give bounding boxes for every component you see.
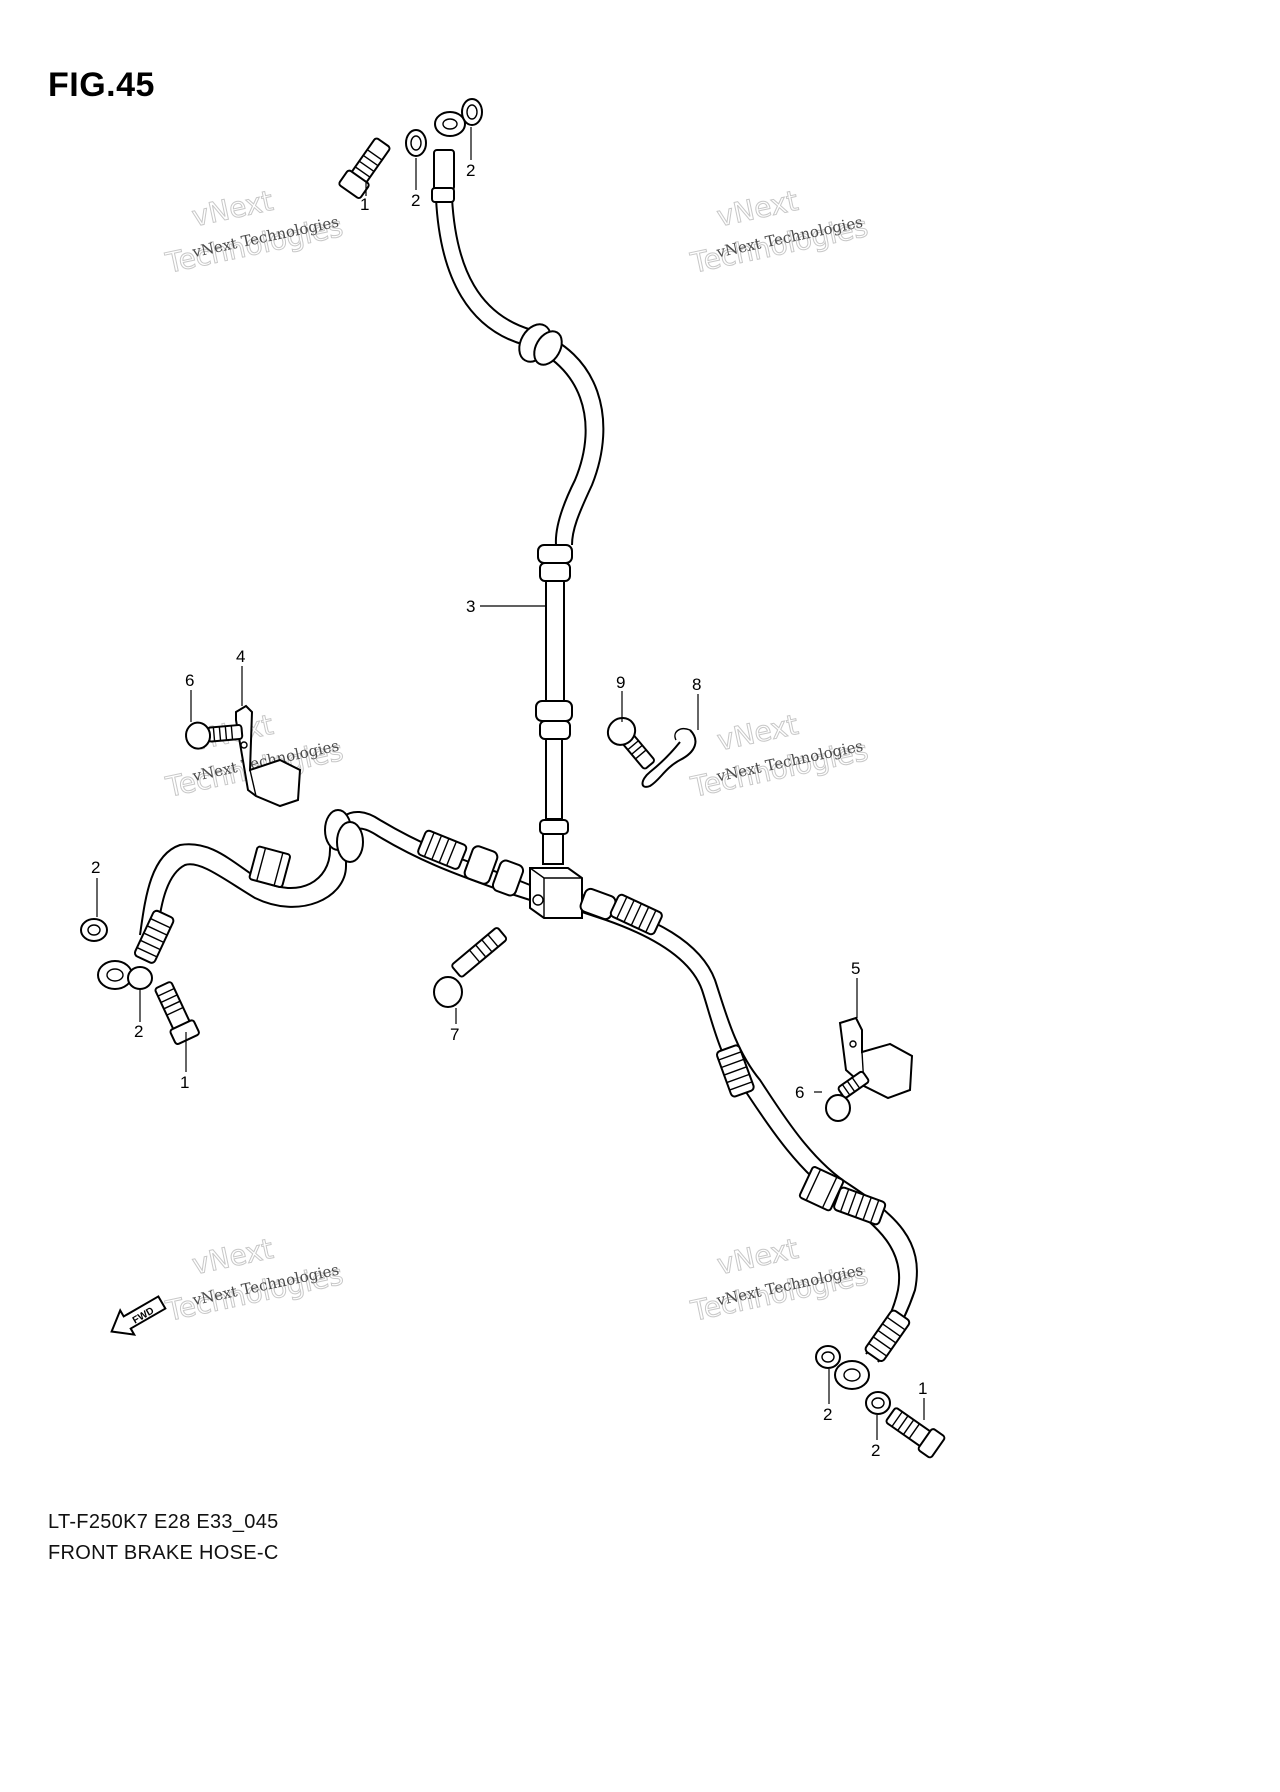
watermark-mid-right: vNext Technologies vNext Technologies — [687, 708, 872, 805]
callout-2-left-a: 2 — [91, 858, 100, 877]
washer-right-a — [815, 1345, 841, 1369]
union-bolt-left — [154, 981, 200, 1045]
upper-brake-hose — [431, 111, 605, 546]
washer-top-a — [405, 129, 427, 157]
callout-2-top-a: 2 — [411, 191, 420, 210]
figure-title: FIG.45 — [48, 66, 155, 104]
hose-clip-8 — [641, 728, 697, 788]
callout-3: 3 — [466, 597, 475, 616]
bolt-6-left — [185, 721, 244, 750]
bolt-9 — [606, 717, 655, 770]
callout-2-right-a: 2 — [823, 1405, 832, 1424]
fwd-arrow-icon: FWD — [110, 1295, 167, 1336]
callout-labels: 1 2 2 3 4 6 9 8 2 2 1 7 5 6 2 2 1 — [91, 161, 927, 1460]
diagram-name-caption: FRONT BRAKE HOSE-C — [48, 1542, 279, 1564]
callout-2-left-b: 2 — [134, 1022, 143, 1041]
callout-2-top-b: 2 — [466, 161, 475, 180]
bolt-6-right — [825, 1070, 870, 1122]
washer-left-b — [127, 966, 153, 990]
callout-1-left: 1 — [180, 1073, 189, 1092]
leader-lines — [96, 127, 925, 1440]
callout-1-right: 1 — [918, 1379, 927, 1398]
diagram-code-caption: LT-F250K7 E28 E33_045 — [48, 1511, 279, 1533]
bolt-7 — [433, 927, 508, 1008]
union-bolt-right — [885, 1407, 946, 1459]
steel-brake-pipe-3 — [535, 544, 573, 865]
callout-7: 7 — [450, 1025, 459, 1044]
watermark-bottom-left: vNext Technologies vNext Technologies — [162, 1232, 347, 1329]
left-brake-hose — [97, 809, 531, 990]
washer-right-b — [865, 1391, 891, 1415]
callout-2-right-b: 2 — [871, 1441, 880, 1460]
hose-bracket-4 — [235, 704, 302, 808]
callout-8: 8 — [692, 675, 701, 694]
watermark-bottom-right: vNext Technologies vNext Technologies — [687, 1232, 872, 1329]
callout-5: 5 — [851, 959, 860, 978]
brake-t-junction — [529, 867, 583, 919]
watermark-top-left: vNext Technologies vNext Technologies — [162, 184, 347, 281]
union-bolt-top — [338, 137, 391, 199]
callout-9: 9 — [616, 673, 625, 692]
callout-1-top: 1 — [360, 195, 369, 214]
fwd-label: FWD — [131, 1306, 156, 1327]
washer-top-b — [461, 98, 483, 126]
watermark-top-right: vNext Technologies vNext Technologies — [687, 184, 872, 281]
callout-6-right: 6 — [795, 1083, 804, 1102]
right-brake-hose — [579, 887, 918, 1390]
callout-6-left: 6 — [185, 671, 194, 690]
washer-left-a — [80, 918, 108, 942]
callout-4: 4 — [236, 647, 245, 666]
